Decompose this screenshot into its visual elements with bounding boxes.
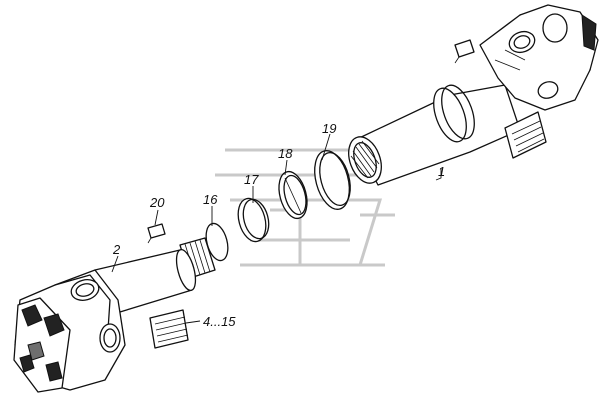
spacer-ring-part-17 [237,197,270,243]
callout-part-1: 1 [438,164,445,179]
callout-part-17: 17 [244,172,259,187]
callout-part-19: 19 [322,121,336,136]
callout-labels: 1 19 18 17 16 20 2 4...15 [112,121,445,329]
callout-part-2: 2 [112,242,121,257]
callout-part-4-15: 4...15 [203,314,236,329]
splined-yoke-part-2 [13,223,216,393]
seal-ring-part-19 [314,150,351,210]
callout-part-18: 18 [278,146,293,161]
shaft-tube-part-1 [348,4,599,186]
callout-part-16: 16 [203,192,218,207]
leader-lines [111,133,442,324]
retaining-ring-part-18 [278,170,308,220]
callout-part-20: 20 [149,195,165,210]
